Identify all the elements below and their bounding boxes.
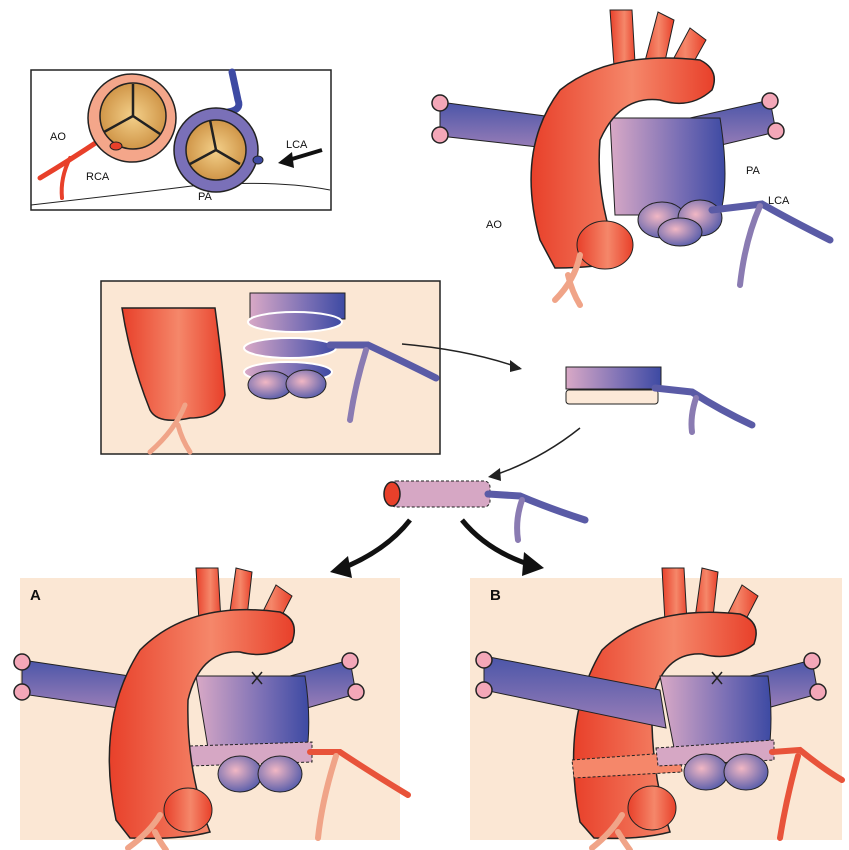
main-pa-trunk — [610, 118, 725, 215]
inset-label-rca: RCA — [86, 171, 110, 183]
main-lca-branch — [740, 206, 760, 285]
main-aorta-root — [577, 221, 633, 269]
panel-b-label: B — [490, 587, 501, 604]
inset-label-ao: AO — [50, 131, 66, 143]
tube-lca — [488, 494, 585, 520]
panel-a-pa-left-end-2 — [14, 684, 30, 700]
panel-a-label: A — [30, 587, 41, 604]
panel-a-pa-bulb-2 — [258, 756, 302, 792]
exploded-pa-bulb-1 — [248, 371, 292, 399]
cut-segment-lca-branch — [692, 398, 697, 432]
tube-reconstruction — [330, 481, 585, 578]
main-lca-vessel — [712, 204, 830, 240]
tube-body — [390, 481, 490, 507]
main-pa-left-end-1 — [432, 95, 448, 111]
arrow-to-option-b — [462, 520, 534, 566]
panel-b: B — [470, 568, 842, 850]
main-label-ao: AO — [486, 219, 502, 231]
exploded-pa-ring-2 — [244, 338, 336, 358]
exploded-pa-ring-1 — [248, 312, 342, 332]
panel-a: A — [14, 568, 408, 850]
exploded-pa-bulb-2 — [286, 370, 326, 398]
panel-b-aorta-root — [628, 786, 676, 830]
cut-segment-flap — [566, 390, 658, 404]
main-anatomy: PA LCA AO — [432, 10, 830, 305]
inset-label-pa: PA — [198, 191, 213, 203]
arrowhead-to-tube — [488, 468, 501, 481]
panel-b-pa-right-end-2 — [810, 684, 826, 700]
arrowhead-to-cut-segment — [510, 360, 522, 372]
panel-b-pa-left-end-1 — [476, 652, 492, 668]
panel-b-pa-bulb-1 — [684, 754, 728, 790]
arrow-to-tube — [492, 428, 580, 476]
panel-b-pa-left-end-2 — [476, 682, 492, 698]
main-pa-bulb-3 — [658, 218, 702, 246]
exploded-view — [101, 281, 522, 454]
inset-label-lca: LCA — [286, 139, 308, 151]
panel-a-pa-right-end-2 — [348, 684, 364, 700]
inset-lca-ostium — [253, 156, 263, 164]
cut-segment-body — [566, 367, 661, 389]
arrowhead-to-option-a — [330, 556, 352, 578]
arrowhead-to-option-b — [522, 552, 544, 576]
main-pa-right-end-1 — [762, 93, 778, 109]
panel-a-aorta-root — [164, 788, 212, 832]
main-pa-left-end-2 — [432, 127, 448, 143]
panel-a-pa-right-end-1 — [342, 653, 358, 669]
panel-a-pa-left-end-1 — [14, 654, 30, 670]
main-label-pa: PA — [746, 165, 761, 177]
panel-b-pa-bulb-2 — [724, 754, 768, 790]
panel-b-pa-right-end-1 — [804, 653, 820, 669]
main-pa-right-end-2 — [768, 123, 784, 139]
inset-rca-ostium — [110, 142, 122, 150]
main-label-lca: LCA — [768, 195, 790, 207]
tube-opening — [384, 482, 400, 506]
cut-segment — [488, 367, 752, 481]
panel-a-pa-bulb-1 — [218, 756, 262, 792]
tube-lca-branch — [517, 500, 522, 540]
inset-valve-view: AO RCA LCA PA — [31, 70, 331, 210]
cut-segment-lca — [655, 388, 752, 425]
